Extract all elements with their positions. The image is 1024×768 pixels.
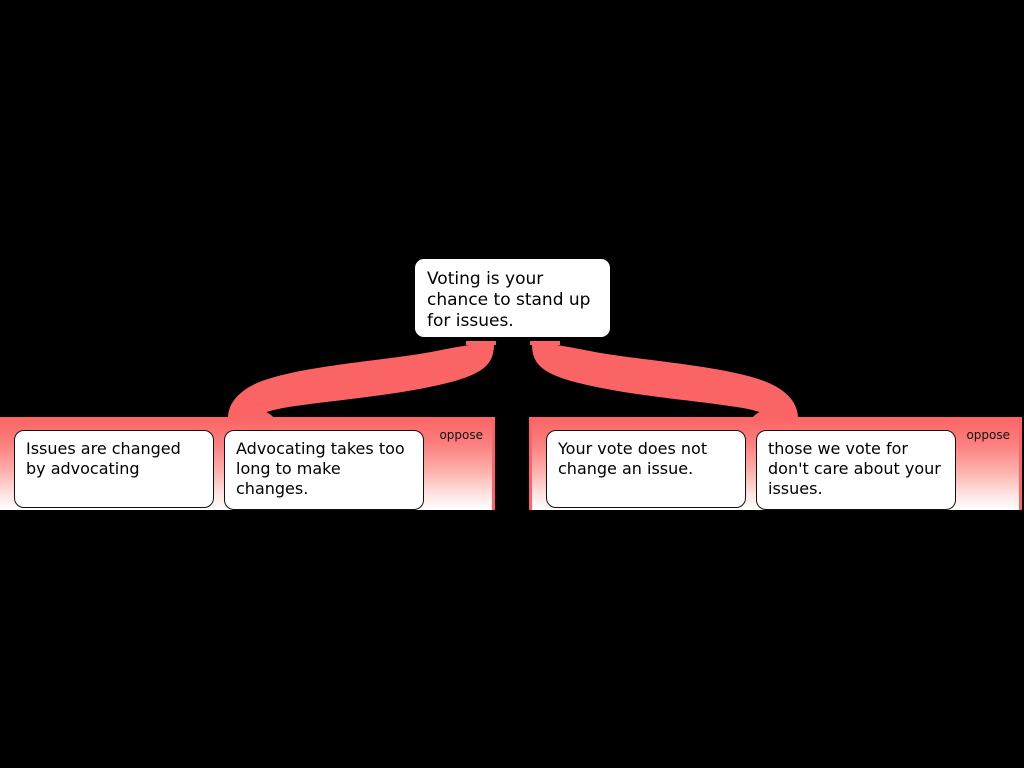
parent-claim-box[interactable]: Voting is your chance to stand up for is… — [415, 259, 610, 337]
parent-stub-right — [530, 341, 560, 345]
parent-claim-text: Voting is your chance to stand up for is… — [427, 269, 591, 331]
parent-stub-left — [466, 341, 496, 345]
connector-right — [532, 344, 798, 418]
reason-text-right-2: those we vote for don't care about your … — [768, 439, 941, 498]
group-label-right: oppose — [966, 428, 1010, 442]
reason-box-left-2[interactable]: Advocating takes too long to make change… — [224, 430, 424, 510]
connector-left — [228, 344, 494, 418]
group-panel-left[interactable]: oppose Issues are changed by advocating … — [0, 417, 495, 510]
reason-text-left-2: Advocating takes too long to make change… — [236, 439, 405, 498]
reason-box-left-1[interactable]: Issues are changed by advocating — [14, 430, 214, 508]
reason-text-right-1: Your vote does not change an issue. — [558, 439, 708, 478]
group-panel-right[interactable]: oppose Your vote does not change an issu… — [529, 417, 1022, 510]
reason-box-right-1[interactable]: Your vote does not change an issue. — [546, 430, 746, 508]
reason-text-left-1: Issues are changed by advocating — [26, 439, 181, 478]
reason-box-right-2[interactable]: those we vote for don't care about your … — [756, 430, 956, 510]
group-label-left: oppose — [439, 428, 483, 442]
